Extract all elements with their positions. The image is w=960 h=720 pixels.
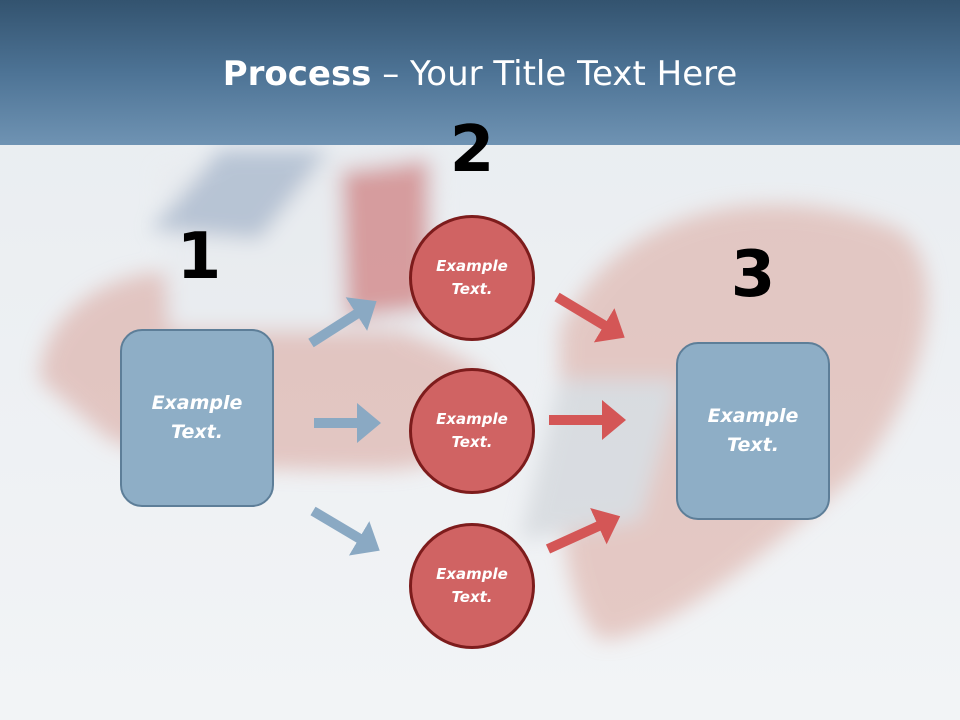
circle-middle: Example Text. [409, 368, 535, 494]
arrow-top-to-right [554, 292, 625, 343]
right-box: Example Text. [676, 342, 830, 520]
circle-bottom-text: Example Text. [436, 565, 508, 606]
arrow-left-to-top [308, 297, 377, 348]
step-number-2: 2 [449, 113, 495, 187]
circle-top-text: Example Text. [436, 257, 508, 298]
title-rest: – Your Title Text Here [371, 54, 738, 94]
left-box-text: Example Text. [151, 392, 243, 443]
circle-middle-text: Example Text. [436, 410, 508, 451]
right-box-text: Example Text. [707, 405, 799, 456]
header-bar: Process – Your Title Text Here [0, 0, 960, 145]
step-number-3: 3 [730, 238, 776, 312]
arrow-left-to-bottom [310, 506, 380, 556]
step-number-1: 1 [176, 220, 222, 294]
arrow-bottom-to-right [545, 507, 621, 554]
circle-bottom: Example Text. [409, 523, 535, 649]
circle-top: Example Text. [409, 215, 535, 341]
title-bold: Process [222, 54, 372, 94]
slide-title: Process – Your Title Text Here [0, 52, 960, 96]
left-box: Example Text. [120, 329, 274, 507]
